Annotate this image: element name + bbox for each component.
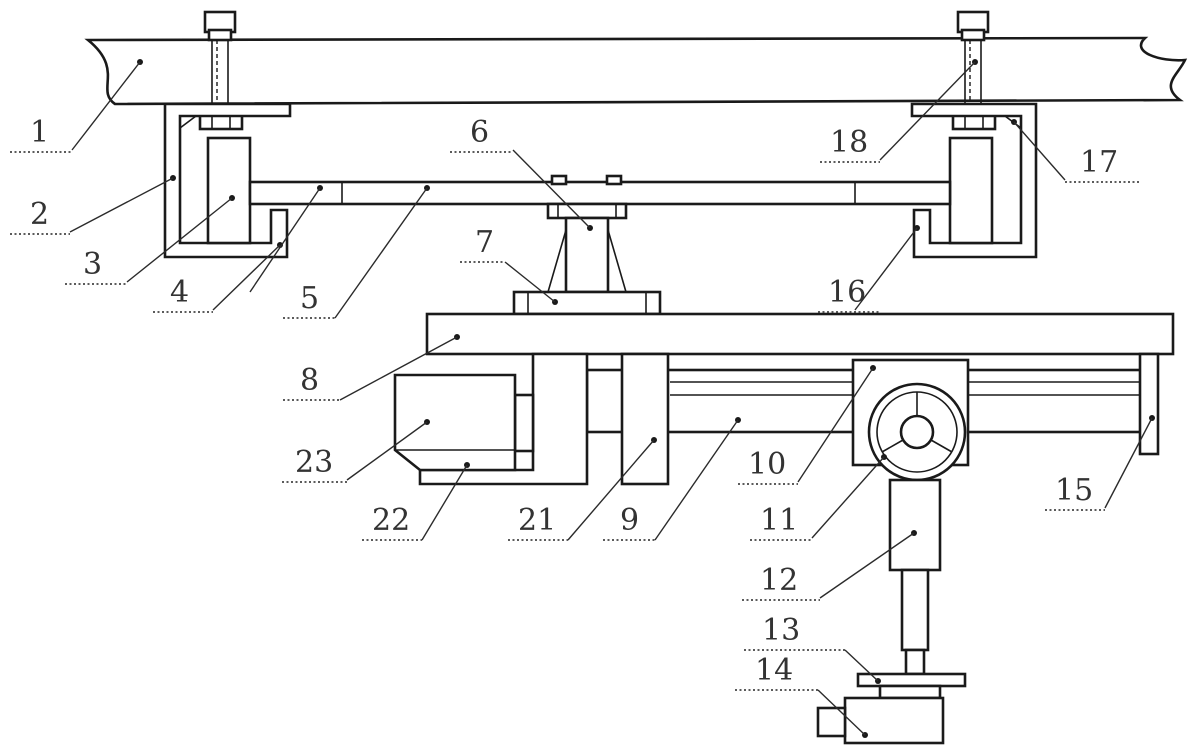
left-bolt <box>198 10 244 131</box>
part-right-block <box>948 136 994 245</box>
part-12-rod <box>900 568 930 652</box>
label-15: 15 <box>1055 473 1093 508</box>
part-21-vertical-plate <box>620 352 670 486</box>
label-1: 1 <box>30 115 49 150</box>
part-15-end-post <box>1138 352 1160 456</box>
leaders <box>69 59 1155 738</box>
part-12-cylinder <box>888 478 942 572</box>
label-17: 17 <box>1080 145 1118 180</box>
part-3-left-block <box>206 136 252 245</box>
label-21: 21 <box>518 503 556 538</box>
label-13: 13 <box>762 613 800 648</box>
label-12: 12 <box>760 563 798 598</box>
part-6-column <box>564 216 610 294</box>
part-17-right-bracket <box>910 102 1038 259</box>
label-18: 18 <box>830 125 868 160</box>
part-1-beam <box>84 36 1188 106</box>
label-23: 23 <box>295 445 333 480</box>
label-3: 3 <box>83 247 102 282</box>
label-10: 10 <box>748 447 786 482</box>
label-14: 14 <box>755 653 793 688</box>
labels: 1 2 3 4 5 6 7 8 9 10 11 12 13 14 15 16 1… <box>30 115 1118 688</box>
label-9: 9 <box>620 503 639 538</box>
part-13-flange <box>856 672 967 688</box>
part-11-wheel <box>867 382 967 482</box>
part-8-main-plate <box>425 312 1175 356</box>
label-8: 8 <box>300 363 319 398</box>
part-14-small-motor <box>816 696 945 745</box>
part-22-motor-bracket <box>418 352 589 486</box>
label-22: 22 <box>372 503 410 538</box>
label-16: 16 <box>828 275 866 310</box>
part-5-guide-bar <box>248 180 952 206</box>
part-7-base <box>512 290 662 316</box>
label-7: 7 <box>475 225 494 260</box>
part-6-top-plate <box>546 202 628 220</box>
label-2: 2 <box>30 197 49 232</box>
label-4: 4 <box>170 275 189 310</box>
label-5: 5 <box>300 281 319 316</box>
label-6: 6 <box>470 115 489 150</box>
label-underlines <box>10 151 1140 691</box>
label-11: 11 <box>760 503 798 538</box>
part-23-motor <box>393 373 535 472</box>
